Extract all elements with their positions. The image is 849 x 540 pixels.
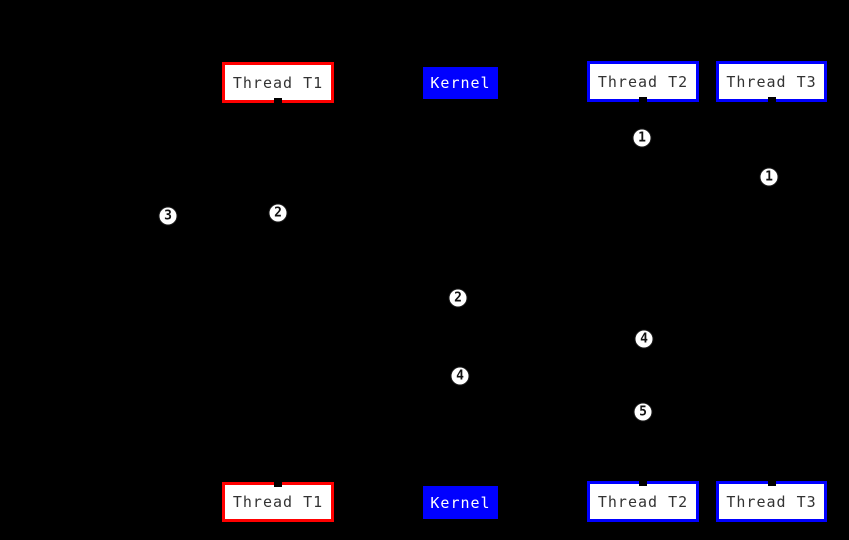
lifeline-notch (639, 480, 647, 486)
sequence-marker-5: 5 (633, 402, 653, 422)
sequence-marker-label: 4 (640, 331, 648, 347)
sequence-marker-label: 1 (765, 169, 773, 185)
lifeline-notch (274, 98, 282, 104)
participant-box-thread-t3-top: Thread T3 (716, 61, 827, 103)
participant-box-thread-t2-top: Thread T2 (587, 61, 699, 103)
participant-box-thread-t1-top: Thread T1 (222, 62, 334, 104)
participant-box-kernel-bottom: Kernel (423, 486, 498, 519)
lifeline-notch (639, 97, 647, 103)
participant-label-kernel-top: Kernel (430, 74, 491, 92)
participant-label-thread-t3-bottom: Thread T3 (726, 492, 817, 511)
sequence-marker-label: 2 (274, 205, 282, 221)
sequence-marker-2a: 2 (268, 203, 288, 223)
participant-label-kernel-bottom: Kernel (430, 493, 491, 512)
sequence-marker-label: 4 (456, 368, 464, 384)
sequence-marker-label: 3 (164, 208, 172, 224)
sequence-marker-label: 2 (454, 290, 462, 306)
sequence-marker-label: 1 (638, 130, 646, 146)
sequence-marker-1b: 1 (759, 167, 779, 187)
sequence-marker-label: 5 (639, 404, 647, 420)
participant-label-thread-t1-top: Thread T1 (232, 73, 324, 92)
participant-label-thread-t1-bottom: Thread T1 (232, 493, 324, 511)
participant-label-thread-t2-bottom: Thread T2 (597, 492, 689, 511)
lifeline-notch (767, 480, 776, 486)
participant-box-thread-t3-bottom: Thread T3 (716, 480, 827, 522)
lifeline-notch (767, 97, 776, 103)
participant-box-thread-t1-bottom: Thread T1 (222, 481, 334, 522)
sequence-marker-4b: 4 (450, 366, 470, 386)
sequence-marker-3: 3 (158, 206, 178, 226)
sequence-marker-1a: 1 (632, 128, 652, 148)
sequence-marker-4a: 4 (634, 329, 654, 349)
participant-label-thread-t3-top: Thread T3 (726, 72, 817, 91)
participant-label-thread-t2-top: Thread T2 (597, 72, 689, 91)
sequence-marker-2b: 2 (448, 288, 468, 308)
participant-box-thread-t2-bottom: Thread T2 (587, 480, 699, 522)
participant-box-kernel-top: Kernel (423, 67, 498, 99)
lifeline-notch (274, 481, 282, 487)
